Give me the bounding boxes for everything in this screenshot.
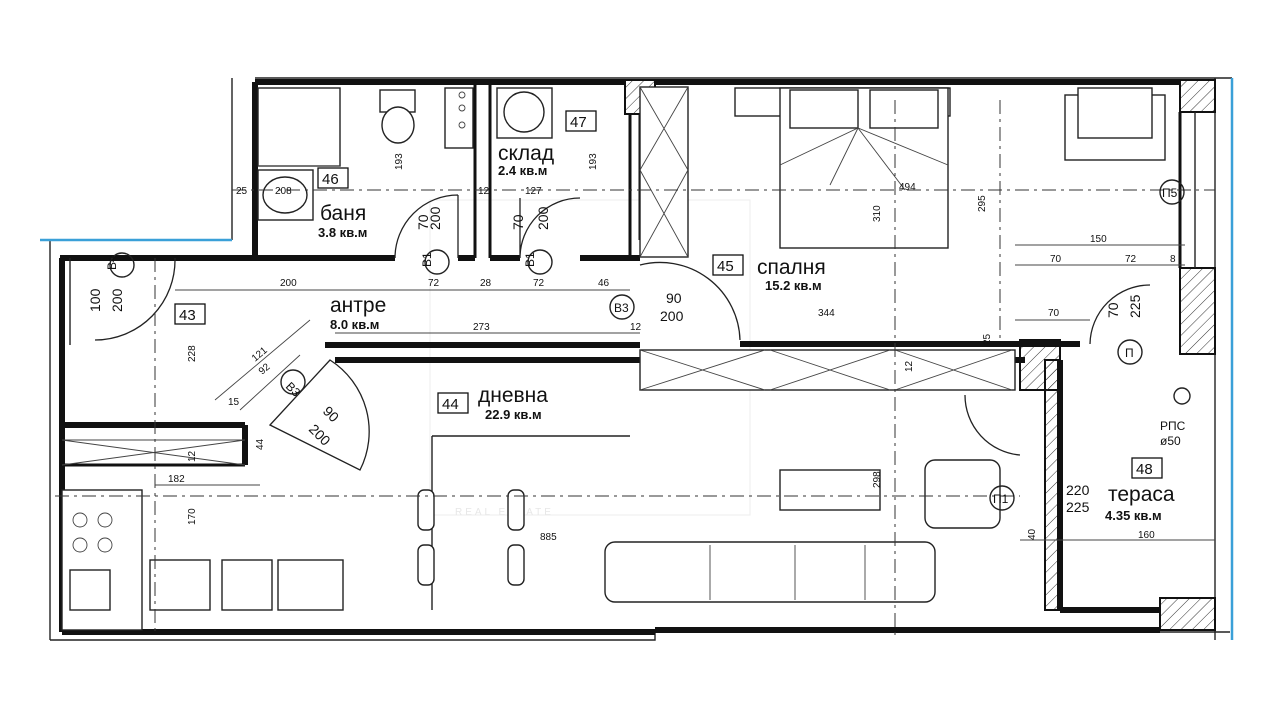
dim-200-hall: 200 <box>280 278 297 289</box>
door-tag-b1-bath: В1 <box>420 252 434 267</box>
dim-12: 12 <box>478 186 490 197</box>
dim-44: 44 <box>255 438 266 450</box>
dim-885: 885 <box>540 532 557 543</box>
dim-225-terrace-door: 225 <box>1127 294 1143 318</box>
dim-200-entry-door: 200 <box>109 288 125 312</box>
dim-160: 160 <box>1138 530 1155 541</box>
closet <box>639 86 1016 391</box>
dim-46: 46 <box>598 278 610 289</box>
dim-40: 40 <box>1027 528 1038 540</box>
room-name-living: дневна <box>478 384 548 407</box>
room-number-hall: 43 <box>179 307 196 324</box>
dim-70-terrace-door: 70 <box>1105 302 1121 318</box>
doors <box>94 194 1151 471</box>
rps-diameter: ø50 <box>1160 434 1181 448</box>
dim-25-bedroom: 25 <box>982 333 993 345</box>
dim-208: 208 <box>275 186 292 197</box>
dim-72-terrace: 72 <box>1125 254 1137 265</box>
room-name-hall: антре <box>330 294 386 317</box>
dim-193-bath: 193 <box>394 153 405 170</box>
door-tag-p5: П5 <box>1162 186 1178 200</box>
dim-25: 25 <box>236 186 248 197</box>
dim-200-bedroom-door: 200 <box>660 308 684 324</box>
dim-220: 220 <box>1066 482 1090 498</box>
dim-298: 298 <box>872 471 883 488</box>
room-name-bath: баня <box>320 202 366 225</box>
room-name-bedroom: спалня <box>757 256 826 279</box>
dim-295: 295 <box>977 195 988 212</box>
dim-72-hall-a: 72 <box>428 278 440 289</box>
dim-72-hall-b: 72 <box>533 278 545 289</box>
room-number-bath: 46 <box>322 171 339 188</box>
dim-170: 170 <box>187 508 198 525</box>
dim-12-closet: 12 <box>904 360 915 372</box>
dim-182: 182 <box>168 474 185 485</box>
dim-28: 28 <box>480 278 492 289</box>
dim-344: 344 <box>818 308 835 319</box>
axis-lines <box>55 100 1215 635</box>
room-area-living: 22.9 кв.м <box>485 407 542 422</box>
kitchen <box>61 439 344 631</box>
dim-100-entry-door: 100 <box>87 288 103 312</box>
dim-310: 310 <box>872 205 883 222</box>
watermark-text: REAL ESTATE <box>455 507 554 518</box>
room-area-bath: 3.8 кв.м <box>318 225 367 240</box>
dim-70-storage-door: 70 <box>510 214 526 230</box>
dim-12-kitchen: 12 <box>187 450 198 462</box>
door-tag-b4: В4 <box>105 255 119 270</box>
dim-70-bath-door: 70 <box>415 214 431 230</box>
door-tag-b3-bedroom: В3 <box>614 301 629 315</box>
bathroom-fixtures <box>257 87 553 221</box>
dimension-lines <box>155 244 1215 541</box>
dim-15: 15 <box>228 397 240 408</box>
door-tag-p1: П1 <box>993 492 1009 506</box>
door-tag-circles <box>109 179 1191 511</box>
dim-273: 273 <box>473 322 490 333</box>
interior-walls <box>62 85 1196 613</box>
dim-228: 228 <box>187 345 198 362</box>
dim-200-bath-door: 200 <box>427 206 443 230</box>
room-area-storage: 2.4 кв.м <box>498 163 547 178</box>
dim-70-terrace-b: 70 <box>1048 308 1060 319</box>
room-name-terrace: тераса <box>1108 483 1175 506</box>
room-number-storage: 47 <box>570 114 587 131</box>
door-tag-b3-living: В3 <box>283 379 304 400</box>
dim-494: 494 <box>899 182 916 193</box>
dim-90-bedroom-door: 90 <box>666 290 682 306</box>
door-tag-p: П <box>1125 346 1134 360</box>
dim-121: 121 <box>250 345 270 364</box>
dim-200-storage-door: 200 <box>535 206 551 230</box>
door-tag-b1-storage: В1 <box>523 252 537 267</box>
dim-70-terrace-a: 70 <box>1050 254 1062 265</box>
room-number-terrace: 48 <box>1136 461 1153 478</box>
room-number-bedroom: 45 <box>717 258 734 275</box>
dim-90-living-door: 90 <box>320 403 342 425</box>
room-number-living: 44 <box>442 396 459 413</box>
dim-12-bedroom: 12 <box>630 322 642 333</box>
dim-193-storage: 193 <box>588 153 599 170</box>
rps-label: РПС <box>1160 419 1186 433</box>
room-area-hall: 8.0 кв.м <box>330 317 379 332</box>
dim-225-terrace: 225 <box>1066 499 1090 515</box>
dim-8: 8 <box>1170 254 1176 265</box>
dim-127: 127 <box>525 186 542 197</box>
bedroom-furniture <box>734 87 1166 249</box>
living-furniture <box>417 435 1001 610</box>
room-area-bedroom: 15.2 кв.м <box>765 278 822 293</box>
room-name-storage: склад <box>498 142 554 165</box>
room-area-terrace: 4.35 кв.м <box>1105 508 1162 523</box>
room-number-boxes <box>174 110 1163 479</box>
dim-92: 92 <box>257 361 273 377</box>
dim-150: 150 <box>1090 234 1107 245</box>
